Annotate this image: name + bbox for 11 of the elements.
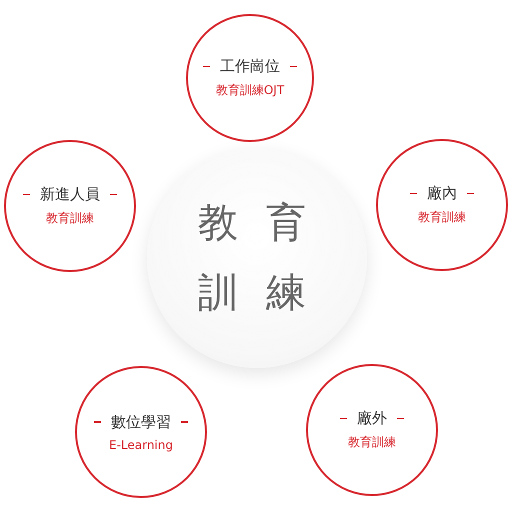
topic-title: 工作崗位 <box>203 57 297 76</box>
topic-title: 新進人員 <box>23 185 117 204</box>
topic-subtitle: E-Learning <box>108 438 173 452</box>
topic-subtitle: 教育訓練 <box>418 209 466 226</box>
topic-subtitle: 教育訓練 <box>46 210 94 227</box>
topic-subtitle: 教育訓練 <box>348 434 396 451</box>
hub-title: 教育訓練 <box>198 199 335 318</box>
topic-subtitle: 教育訓練OJT <box>216 82 284 99</box>
topic-title: 廠外 <box>340 409 404 428</box>
topic-title: 廠內 <box>410 184 474 203</box>
topic-title: 數位學習 <box>94 412 188 432</box>
